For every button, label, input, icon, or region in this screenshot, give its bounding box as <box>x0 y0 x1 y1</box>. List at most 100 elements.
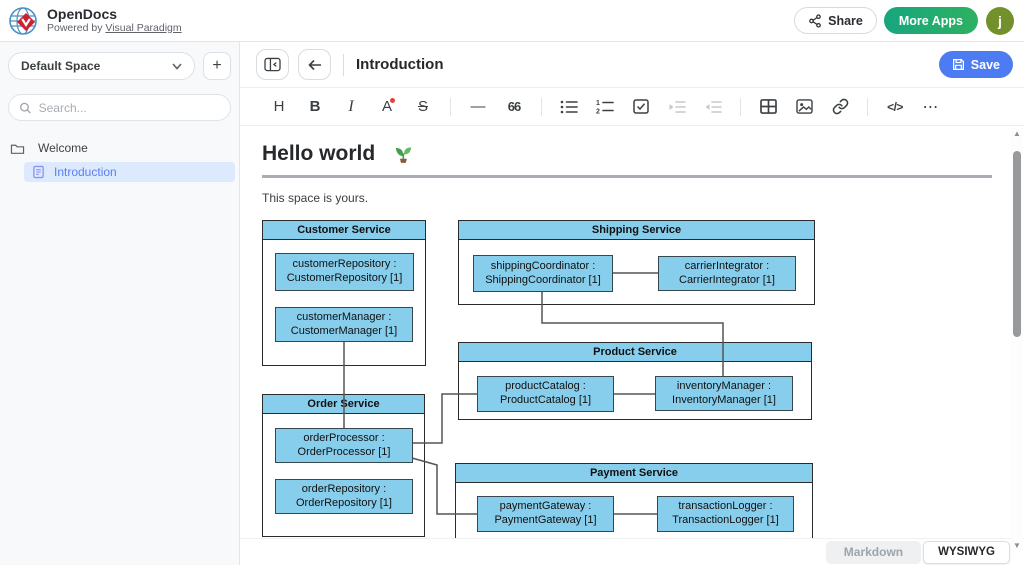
bold-button[interactable]: B <box>300 93 330 121</box>
strikethrough-button[interactable]: S <box>408 93 438 121</box>
component-inventory-manager[interactable]: inventoryManager : InventoryManager [1] <box>655 376 793 411</box>
document-icon <box>33 165 44 179</box>
toolbar-divider <box>740 97 741 116</box>
blockquote-button[interactable]: 66 <box>499 93 529 121</box>
component-customer-repository[interactable]: customerRepository : CustomerRepository … <box>275 253 414 291</box>
arrow-left-icon <box>307 59 321 70</box>
service-title: Order Service <box>263 395 424 414</box>
seedling-emoji-icon <box>396 146 412 163</box>
folder-label: Welcome <box>38 141 88 155</box>
save-button[interactable]: Save <box>938 51 1013 78</box>
component-payment-gateway[interactable]: paymentGateway : PaymentGateway [1] <box>477 496 614 532</box>
editor-canvas[interactable]: Hello world 🌱 This space is yours. C <box>240 126 1024 538</box>
chevron-down-icon <box>172 62 182 70</box>
task-list-button[interactable] <box>626 93 656 121</box>
component-order-repository[interactable]: orderRepository : OrderRepository [1] <box>275 479 413 514</box>
page-label: Introduction <box>54 165 117 179</box>
search-icon <box>20 102 31 113</box>
component-shipping-coordinator[interactable]: shippingCoordinator : ShippingCoordinato… <box>473 255 613 292</box>
checkbox-icon <box>633 99 649 114</box>
insert-table-button[interactable] <box>753 93 783 121</box>
numbered-list-icon: 12 <box>596 100 614 115</box>
component-order-processor[interactable]: orderProcessor : OrderProcessor [1] <box>275 428 413 463</box>
share-label: Share <box>828 13 863 28</box>
save-label: Save <box>970 57 1000 72</box>
heading-rule <box>262 175 992 178</box>
service-title: Product Service <box>459 343 811 362</box>
bullet-list-button[interactable] <box>554 93 584 121</box>
body-row: Default Space + Welcome Introduction <box>0 42 1024 565</box>
folder-icon <box>10 144 25 154</box>
service-title: Shipping Service <box>459 221 814 240</box>
component-customer-manager[interactable]: customerManager : CustomerManager [1] <box>275 307 413 342</box>
service-customer[interactable]: Customer Service <box>262 220 426 366</box>
search-box[interactable] <box>8 94 231 121</box>
sidebar-item-welcome[interactable]: Welcome <box>0 137 239 159</box>
space-selector-value: Default Space <box>21 59 101 73</box>
share-button[interactable]: Share <box>794 7 877 34</box>
avatar[interactable]: j <box>986 6 1014 35</box>
heading-row: Hello world 🌱 <box>262 142 990 166</box>
wysiwyg-mode-button[interactable]: WYSIWYG <box>923 540 1010 564</box>
bullet-list-icon <box>560 100 578 113</box>
search-input[interactable] <box>38 100 220 115</box>
docbar-divider <box>343 53 344 76</box>
text-color-button[interactable]: A <box>372 93 402 121</box>
component-transaction-logger[interactable]: transactionLogger : TransactionLogger [1… <box>657 496 794 532</box>
component-product-catalog[interactable]: productCatalog : ProductCatalog [1] <box>477 376 614 412</box>
toolbar-divider <box>867 97 868 116</box>
link-icon <box>832 98 848 115</box>
italic-button[interactable]: I <box>336 93 366 121</box>
service-title: Customer Service <box>263 221 425 240</box>
svg-text:1: 1 <box>596 100 600 107</box>
more-options-button[interactable]: ⋯ <box>916 93 946 121</box>
main-panel: Introduction Save H B I A S — 66 <box>240 42 1024 565</box>
outdent-icon <box>705 100 722 113</box>
toolbar-divider <box>541 97 542 116</box>
sidebar-panel-icon <box>264 57 281 72</box>
scrollbar-thumb[interactable] <box>1013 151 1021 337</box>
outdent-button[interactable] <box>698 93 728 121</box>
toggle-sidebar-button[interactable] <box>256 49 289 80</box>
markdown-mode-button[interactable]: Markdown <box>825 540 922 564</box>
indent-icon <box>669 100 686 113</box>
top-header: OpenDocs Powered by Visual Paradigm Shar… <box>0 0 1024 42</box>
space-row: Default Space + <box>0 52 239 80</box>
horizontal-rule-button[interactable]: — <box>463 93 493 121</box>
toolbar-divider <box>450 97 451 116</box>
image-icon <box>795 99 813 114</box>
insert-link-button[interactable] <box>825 93 855 121</box>
service-title: Payment Service <box>456 464 812 483</box>
vertical-scrollbar[interactable]: ▲ ▼ <box>1011 128 1023 552</box>
doc-heading: Hello world <box>262 142 376 165</box>
add-space-button[interactable]: + <box>203 52 231 80</box>
svg-text:2: 2 <box>596 109 600 115</box>
more-apps-button[interactable]: More Apps <box>883 7 978 34</box>
editor-mode-footer: Markdown WYSIWYG <box>240 538 1024 565</box>
visual-paradigm-link[interactable]: Visual Paradigm <box>105 21 182 34</box>
heading-button[interactable]: H <box>264 93 294 121</box>
back-button[interactable] <box>298 49 331 80</box>
component-diagram[interactable]: Customer Service customerRepository : Cu… <box>262 212 818 538</box>
service-order[interactable]: Order Service <box>262 394 425 537</box>
sidebar: Default Space + Welcome Introduction <box>0 42 240 565</box>
visual-paradigm-logo-icon <box>9 6 37 35</box>
color-dot-icon <box>390 97 395 103</box>
page-tree: Welcome Introduction <box>0 137 239 182</box>
scroll-up-arrow-icon[interactable]: ▲ <box>1013 129 1021 138</box>
document-toolbar: Introduction Save <box>240 42 1024 88</box>
powered-by-line: Powered by Visual Paradigm <box>47 21 182 34</box>
app-title: OpenDocs <box>47 5 118 22</box>
brand-text: OpenDocs Powered by Visual Paradigm <box>47 5 182 35</box>
insert-image-button[interactable] <box>789 93 819 121</box>
indent-button[interactable] <box>662 93 692 121</box>
sidebar-item-introduction[interactable]: Introduction <box>24 162 235 182</box>
space-selector[interactable]: Default Space <box>8 52 195 80</box>
code-block-button[interactable]: </> <box>880 93 910 121</box>
scroll-down-arrow-icon[interactable]: ▼ <box>1013 541 1021 550</box>
page-title: Introduction <box>356 56 444 73</box>
component-carrier-integrator[interactable]: carrierIntegrator : CarrierIntegrator [1… <box>658 256 796 291</box>
